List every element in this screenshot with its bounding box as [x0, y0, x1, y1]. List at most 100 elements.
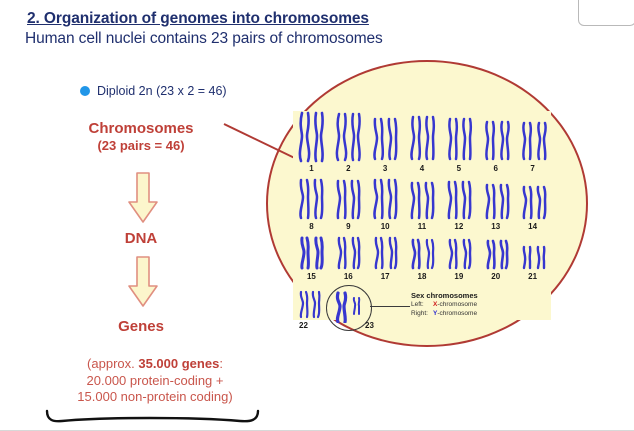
chromosome-pair-icon	[447, 117, 472, 161]
chromosome-pair-icon	[411, 238, 435, 270]
karyotype-pair: 17	[367, 235, 404, 281]
karyotype-pair: 14	[514, 177, 551, 231]
karyotype-pair: 4	[404, 111, 441, 173]
chromosome-pair-icon	[374, 236, 398, 270]
karyotype-pair-number: 13	[491, 222, 501, 231]
chromosome-pair-icon	[299, 111, 325, 163]
karyotype-pair-number: 2	[346, 164, 351, 173]
karyotype-pair-number: 7	[530, 164, 535, 173]
genes-note-suffix: :	[219, 356, 223, 371]
genes-note-line-3: 15.000 non-protein coding)	[77, 389, 233, 404]
karyotype-pair: 3	[367, 111, 404, 173]
chromosome-pair-icon	[522, 185, 547, 220]
bullet-diploid-label: Diploid 2n (23 x 2 = 46)	[97, 84, 227, 98]
sex-chromosomes-leader-line	[370, 306, 410, 307]
chromosome-pair-icon	[337, 236, 361, 270]
bullet-dot-icon	[80, 86, 90, 96]
chain-label-genes: Genes	[118, 318, 164, 335]
karyotype-pair-number: 20	[491, 272, 501, 281]
genes-note-line-2: 20.000 protein-coding +	[86, 372, 224, 388]
karyotype-pair: 18	[404, 235, 441, 281]
karyotype-pair: 5	[440, 111, 477, 173]
karyotype-pair: 12	[440, 177, 477, 231]
karyotype-pair: 8	[293, 177, 330, 231]
karyotype-pair: 13	[477, 177, 514, 231]
karyotype-pair-number: 6	[493, 164, 498, 173]
sex-left-rest: -chromosome	[437, 301, 478, 308]
chromosome-pair-icon	[335, 112, 362, 162]
chromosome-pair-icon	[522, 245, 546, 270]
karyotype-pair: 15	[293, 235, 330, 281]
karyotype-pair-number: 15	[306, 272, 316, 281]
sex-chromosome-pair-icon	[335, 291, 361, 323]
karyotype-pair-number: 10	[380, 222, 390, 231]
chromosome-pair-icon	[300, 236, 325, 270]
karyotype-pair-number: 17	[380, 272, 390, 281]
chain-label-dna: DNA	[124, 230, 158, 247]
chromosome-pair-icon	[447, 180, 472, 220]
karyotype-pair: 9	[330, 177, 367, 231]
curly-brace-underline	[45, 409, 260, 423]
karyotype-pair: 10	[367, 177, 404, 231]
chromosome-pair-icon	[485, 183, 510, 220]
karyotype-pair-number: 14	[528, 222, 538, 231]
sex-chromosomes-left-line: Left: X-chromosome	[411, 301, 541, 310]
genes-note-total: 35.000 genes	[138, 356, 220, 371]
sex-chromosomes-right-line: Right: Y-chromosome	[411, 310, 541, 319]
karyotype-pair-number: 5	[456, 164, 462, 173]
karyotype-row-3: 15 16 17 18	[293, 235, 551, 281]
karyotype-pair-number: 9	[346, 222, 351, 231]
chromosome-pair-icon	[336, 179, 361, 220]
karyotype-pair: 7	[514, 111, 551, 173]
chromosomes-title: Chromosomes	[88, 120, 194, 137]
chromosome-pair-icon	[486, 239, 509, 270]
chromosome-pair-icon	[410, 115, 436, 161]
bullet-diploid: Diploid 2n (23 x 2 = 46)	[80, 84, 227, 98]
sex-chromosomes-title: Sex chromosomes	[411, 291, 478, 300]
karyotype-pair: 1	[293, 111, 330, 173]
chromosome-pair-icon	[410, 181, 435, 220]
karyotype-pair-number: 1	[309, 164, 314, 173]
chromosome-pair-icon	[484, 120, 510, 161]
karyotype-pair: 6	[477, 111, 514, 173]
karyotype-pair-number: 4	[419, 164, 425, 173]
sex-left-label: Left:	[411, 301, 424, 308]
genes-note-line-1: (approx. 35.000 genes:	[40, 356, 270, 373]
chain-label-chromosomes: Chromosomes (23 pairs = 46)	[56, 120, 226, 154]
karyotype-pair: 19	[440, 235, 477, 281]
karyotype-pair-number: 8	[309, 222, 314, 231]
karyotype-pair: 16	[330, 235, 367, 281]
sex-right-glyph: Y	[433, 309, 438, 317]
sex-right-rest: -chromosome	[437, 309, 478, 317]
karyotype-pair-number: 3	[382, 164, 388, 173]
karyotype-pair: 11	[404, 177, 441, 231]
chromosome-pair-icon	[299, 290, 321, 319]
down-arrow-dna-to-genes	[128, 256, 158, 307]
karyotype-pair: 21	[514, 235, 551, 281]
chromosome-pair-icon	[448, 238, 472, 270]
karyotype-pair-number: 19	[454, 272, 464, 281]
sex-chromosomes-block: 22 23 Sex chromosomes Left:X-chromosome …	[293, 285, 551, 339]
karyotype-row-1: 1 2 3 4	[293, 111, 551, 173]
sex-left-glyph: X	[433, 301, 438, 308]
karyotype-figure: 1 2 3 4	[293, 111, 551, 331]
karyotype-pair-number-23: 23	[365, 321, 374, 330]
chromosome-pair-icon	[299, 178, 324, 220]
page-subtitle: Human cell nuclei contains 23 pairs of c…	[25, 30, 383, 47]
sex-chromosomes-circle	[326, 285, 372, 331]
floating-panel[interactable]	[578, 0, 634, 26]
karyotype-pair: 20	[477, 235, 514, 281]
page-title: 2. Organization of genomes into chromoso…	[27, 10, 369, 27]
chromosomes-subtitle: (23 pairs = 46)	[97, 138, 185, 153]
genes-count-note: (approx. 35.000 genes: 20.000 protein-co…	[40, 356, 270, 406]
karyotype-pair-number: 11	[417, 222, 427, 231]
karyotype-row-2: 8 9 10 11	[293, 177, 551, 231]
karyotype-pair: 2	[330, 111, 367, 173]
down-arrow-chromosomes-to-dna	[128, 172, 158, 223]
karyotype-pair-number-22: 22	[299, 321, 308, 330]
chromosome-pair-icon	[521, 121, 547, 161]
karyotype-pair-number: 16	[343, 272, 353, 281]
sex-right-label: Right:	[411, 309, 428, 317]
chromosome-pair-icon	[373, 178, 398, 220]
